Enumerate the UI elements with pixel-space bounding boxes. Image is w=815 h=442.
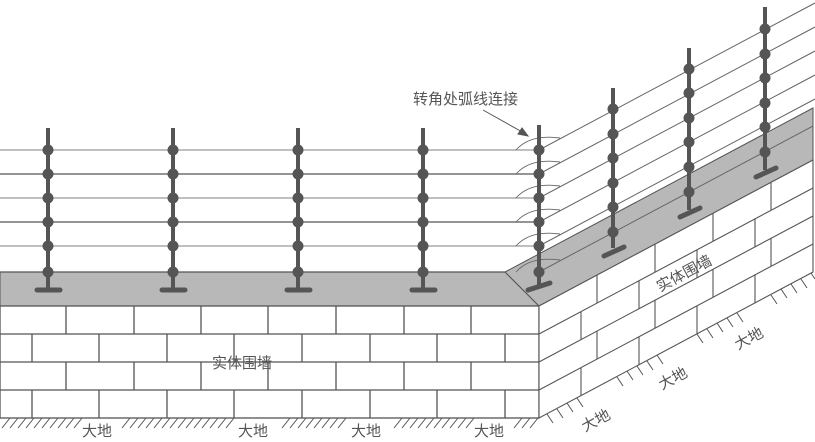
post (159, 128, 188, 293)
post (284, 128, 313, 293)
post (677, 48, 703, 220)
ground-hatch-side (546, 272, 815, 424)
side-wall (538, 159, 814, 419)
ground-label: 大地 (351, 422, 381, 440)
front-posts (34, 125, 553, 293)
annotation-arrow (482, 109, 530, 137)
wall-label-front: 实体围墙 (212, 354, 272, 372)
ground-label: 大地 (474, 422, 504, 440)
front-wires (0, 149, 539, 273)
ground-hatch-front (0, 417, 539, 429)
post (409, 128, 438, 293)
ground-label: 大地 (238, 422, 268, 440)
ground-label: 大地 (82, 422, 112, 440)
post (753, 7, 779, 180)
post (601, 88, 627, 259)
ground-label-side: 大地 (655, 364, 690, 394)
corner-arcs (515, 136, 561, 273)
corner-post (525, 125, 553, 293)
ground-label-side: 大地 (731, 324, 766, 354)
post (34, 128, 63, 293)
annotation-label: 转角处弧线连接 (413, 90, 518, 108)
wall-cap-front (0, 271, 541, 307)
ground-label-side: 大地 (578, 406, 613, 436)
side-posts (601, 7, 779, 259)
